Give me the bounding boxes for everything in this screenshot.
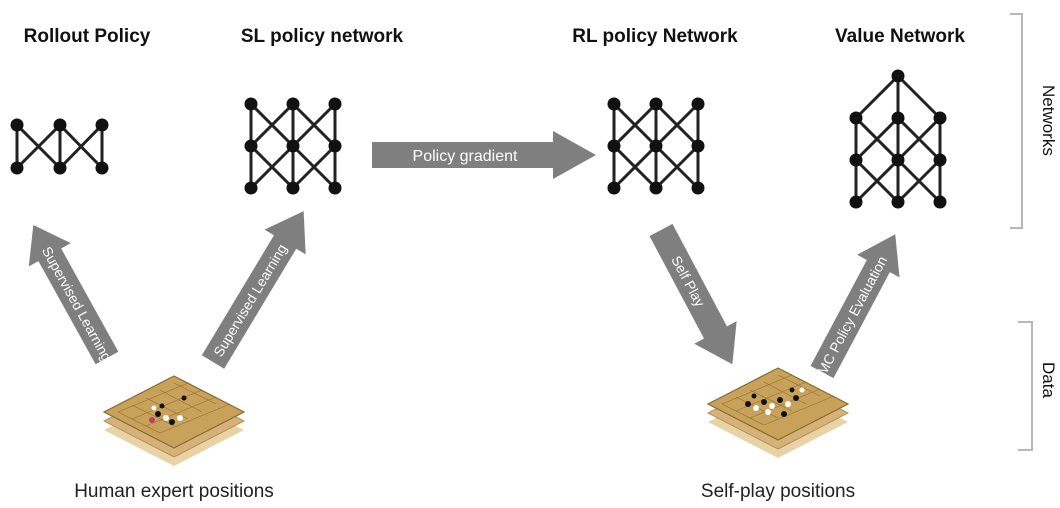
rollout-policy-title: Rollout Policy (23, 26, 151, 47)
rl-policy-network-title: RL policy Network (572, 26, 738, 47)
mc-policy-evaluation-arrow: MC Policy Evaluation (810, 234, 900, 379)
value-network-icon (849, 69, 947, 209)
policy-gradient-label: Policy gradient (413, 148, 519, 165)
go-board-stack-icon (102, 375, 246, 466)
data-bracket (1018, 321, 1033, 451)
policy-gradient-arrow: Policy gradient (372, 131, 596, 179)
self-play-arrow: Self Play (649, 223, 737, 365)
supervised-learning-left-arrow: Supervised Learning (28, 225, 119, 365)
networks-bracket (1010, 13, 1023, 229)
rl-network-icon (607, 97, 705, 195)
rollout-network-icon (10, 118, 109, 175)
sl-network-icon (244, 97, 342, 195)
mc-policy-evaluation-label: MC Policy Evaluation (814, 253, 890, 377)
supervised-learning-right-arrow: Supervised Learning (201, 211, 306, 369)
supervised-learning-right-label: Supervised Learning (210, 241, 290, 359)
self-play-positions-caption: Self-play positions (700, 481, 856, 502)
go-board-stack-icon (706, 367, 850, 458)
sl-policy-network-title: SL policy network (240, 26, 404, 47)
human-expert-positions-caption: Human expert positions (74, 481, 274, 502)
supervised-learning-left-label: Supervised Learning (39, 244, 115, 364)
value-network-title: Value Network (835, 26, 965, 47)
